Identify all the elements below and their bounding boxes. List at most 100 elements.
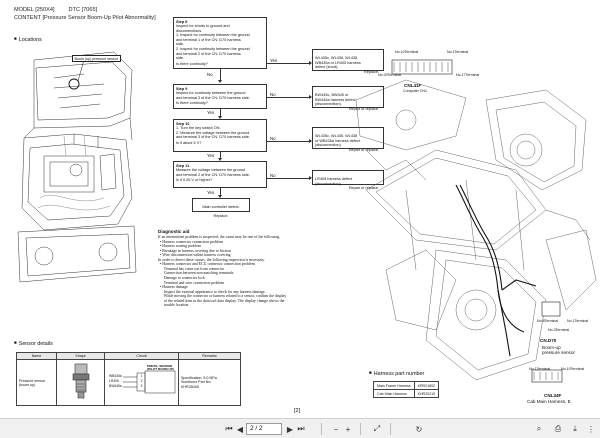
column-header: Circuit — [104, 352, 179, 360]
step-8-title: Step 8 — [176, 19, 188, 24]
step-11-question: Is it 0.25 V or higher? — [176, 178, 213, 183]
harness-part-number: KHR20210 — [413, 389, 440, 398]
first-page-icon[interactable]: ⏮ — [225, 424, 233, 433]
diagnostic-line: • Harness connector and ECU connector co… — [158, 262, 255, 267]
wire-label: WB435a — [109, 373, 122, 378]
step-10-action: Repair or replace. — [348, 147, 379, 152]
table-row: Main Frame Harness KRR21802 — [373, 381, 440, 390]
excavator-frame-drawing — [17, 51, 137, 283]
terminal-label: No.10Terminal — [561, 367, 585, 371]
step-9-yes: Yes — [207, 110, 215, 115]
step-8-question: Is there continuity? — [176, 61, 208, 66]
circuit-title: PRESS. SENSOR (PILOT BOOM UP) — [147, 363, 174, 372]
harness-part-table: Main Frame Harness KRR21802 Cab Main Har… — [373, 381, 440, 398]
download-icon[interactable]: ⤓ — [573, 424, 577, 433]
final-result-box: Main controller defect. Replace. — [192, 198, 250, 218]
diagnostic-line: Terminal and wire connection problem — [158, 280, 225, 285]
diagnostic-line: Inspect the external appearance to check… — [158, 289, 266, 294]
step-9-action: Repair or replace. — [348, 106, 379, 111]
zoom-out-icon[interactable]: − — [333, 424, 339, 434]
step-8-action: Replace. — [364, 69, 379, 74]
diagnostic-aid: Diagnostic aid If an intermittent proble… — [158, 229, 370, 308]
sensor-circuit-cell: WB435a LR405 BW445a — [104, 359, 179, 406]
more-options-icon[interactable]: ⋮ — [587, 424, 595, 434]
terminal-label: No.3Terminal — [548, 328, 570, 332]
step-11-title: Step 11 — [176, 163, 190, 168]
terminal-number: 1 — [140, 373, 143, 378]
step-10-box: Step 10 1. Turn the key switch ON. 2. Me… — [173, 119, 267, 152]
last-page-icon[interactable]: ⏭ — [297, 424, 305, 433]
search-icon[interactable]: ⌕ — [536, 424, 542, 433]
terminal-number: 2 — [140, 378, 143, 383]
step-11-result-box: LR405 harness defect (disconnection). Re… — [312, 170, 384, 190]
step-8-result: WL435c, WL436, WL438, WB435a or LR405 ha… — [315, 56, 361, 70]
step-9-question: Is there continuity? — [176, 101, 208, 106]
harness-part-heading: Harness part number — [369, 370, 425, 377]
previous-page-icon[interactable]: ◀ — [236, 424, 244, 434]
print-icon[interactable]: ⎙ — [554, 424, 562, 433]
terminal-label: No.8Terminal — [537, 319, 559, 323]
harness-name: Cab Main Harness — [373, 389, 415, 398]
pressure-sensor-icon — [72, 363, 89, 399]
final-result: Main controller defect. — [202, 205, 240, 210]
column-header: Name — [16, 352, 57, 360]
terminal-label: No.17Terminal — [456, 73, 480, 77]
step-8-box: Step 8 Inspect for shorts to ground and … — [173, 17, 267, 69]
dtc-label: DTC [7065] — [68, 7, 98, 13]
step-10-no: No — [270, 136, 276, 141]
page-number-input[interactable]: 2 / 2 — [246, 422, 282, 435]
final-action: Replace. — [213, 214, 229, 219]
wire-label: BW445a — [109, 383, 122, 388]
diagnostic-line: • Harness damage — [158, 285, 188, 290]
content-title: CONTENT [Pressure Sensor Boom-Up Pilot A… — [14, 15, 156, 21]
step-10-title: Step 10 — [176, 121, 190, 126]
diagnostic-line: of the related item in the data tool dat… — [158, 298, 285, 303]
harness-name: Main Frame Harness — [373, 381, 415, 390]
wire-label: LR405 — [109, 378, 119, 383]
sensor-details-table: Name Shape Circuit Remarks Pressure sens… — [16, 352, 241, 406]
viewer-toolbar: ⏮ ◀ 2 / 2 ▶ ⏭ − + ⤢ ↻ ⌕ ⎙ ⤓ ⋮ — [0, 418, 600, 438]
diagnostic-line: • Harness routing problem — [158, 244, 201, 249]
step-9-result: BW445c, BW445 or BW445a harness defect (… — [315, 93, 356, 107]
boom-up-sensor-label: Boom-up pressure sensor — [542, 345, 575, 355]
column-header: Remarks — [178, 352, 241, 360]
column-header: Shape — [56, 352, 105, 360]
terminal-label: No.10Terminal — [395, 50, 419, 54]
diagnostic-line: Connection between non matching terminal… — [158, 271, 234, 276]
fit-page-icon[interactable]: ⤢ — [373, 424, 381, 433]
step-8-yes: Yes — [270, 58, 278, 63]
sensor-remarks-cell: Specification: 5.0 MPa Sumitomo Part No:… — [178, 359, 241, 406]
step-10-yes: Yes — [207, 153, 215, 158]
step-10-result-box: WL435c, WL435, WL438 or WB435a harness d… — [312, 127, 384, 152]
locations-heading: Locations — [14, 36, 42, 43]
connector-cnl34f: CNL34F — [544, 393, 562, 398]
diagnostic-line: While moving the connector or harness re… — [158, 294, 287, 299]
location-illustration: Boom (up) pressure sensor — [14, 48, 138, 288]
diagnostic-line: trouble location. — [158, 303, 190, 308]
diagnostic-line: • Breakage in harness covering due to fr… — [158, 248, 232, 253]
next-page-icon[interactable]: ▶ — [286, 424, 294, 434]
step-8-result-box: WL435c, WL436, WL438, WB435a or LR405 ha… — [312, 49, 384, 74]
zoom-in-icon[interactable]: + — [345, 424, 351, 434]
page-number: [2] — [294, 408, 301, 414]
step-11-action: Repair or replace. — [348, 186, 379, 191]
sensor-name-cell: Pressure sensor (boom up) — [16, 359, 57, 406]
table-row: Cab Main Harness KHR20210 — [373, 389, 440, 398]
header-model-line: MODEL [250X4]DTC [7065] — [14, 7, 97, 13]
step-9-box: Step 9 Inspect for continuity between th… — [173, 84, 267, 109]
connector-cnl41f: CNL41F — [404, 83, 422, 88]
step-8-no: No — [207, 72, 213, 77]
diagnostic-aid-title: Diagnostic aid — [158, 229, 190, 234]
rotate-icon[interactable]: ↻ — [415, 424, 423, 434]
circuit-diagram — [123, 370, 176, 393]
terminal-label: No.1Terminal — [567, 319, 589, 323]
diagnostic-line: Damage to connector lock — [158, 275, 205, 280]
diagnostic-line: • Harness connector connection problem — [158, 239, 224, 244]
connector-cnd70: CN.D70 — [540, 338, 557, 343]
sensor-details-heading: Sensor details — [14, 340, 53, 347]
terminal-label: No.1Terminal — [447, 50, 469, 54]
diagnostic-line: In order to detect these causes, the fol… — [158, 257, 265, 262]
terminal-label: No.39Terminal — [378, 73, 402, 77]
cab-harness-label: Cab Main Harness, E — [527, 399, 571, 404]
step-11-yes: Yes — [207, 190, 215, 195]
